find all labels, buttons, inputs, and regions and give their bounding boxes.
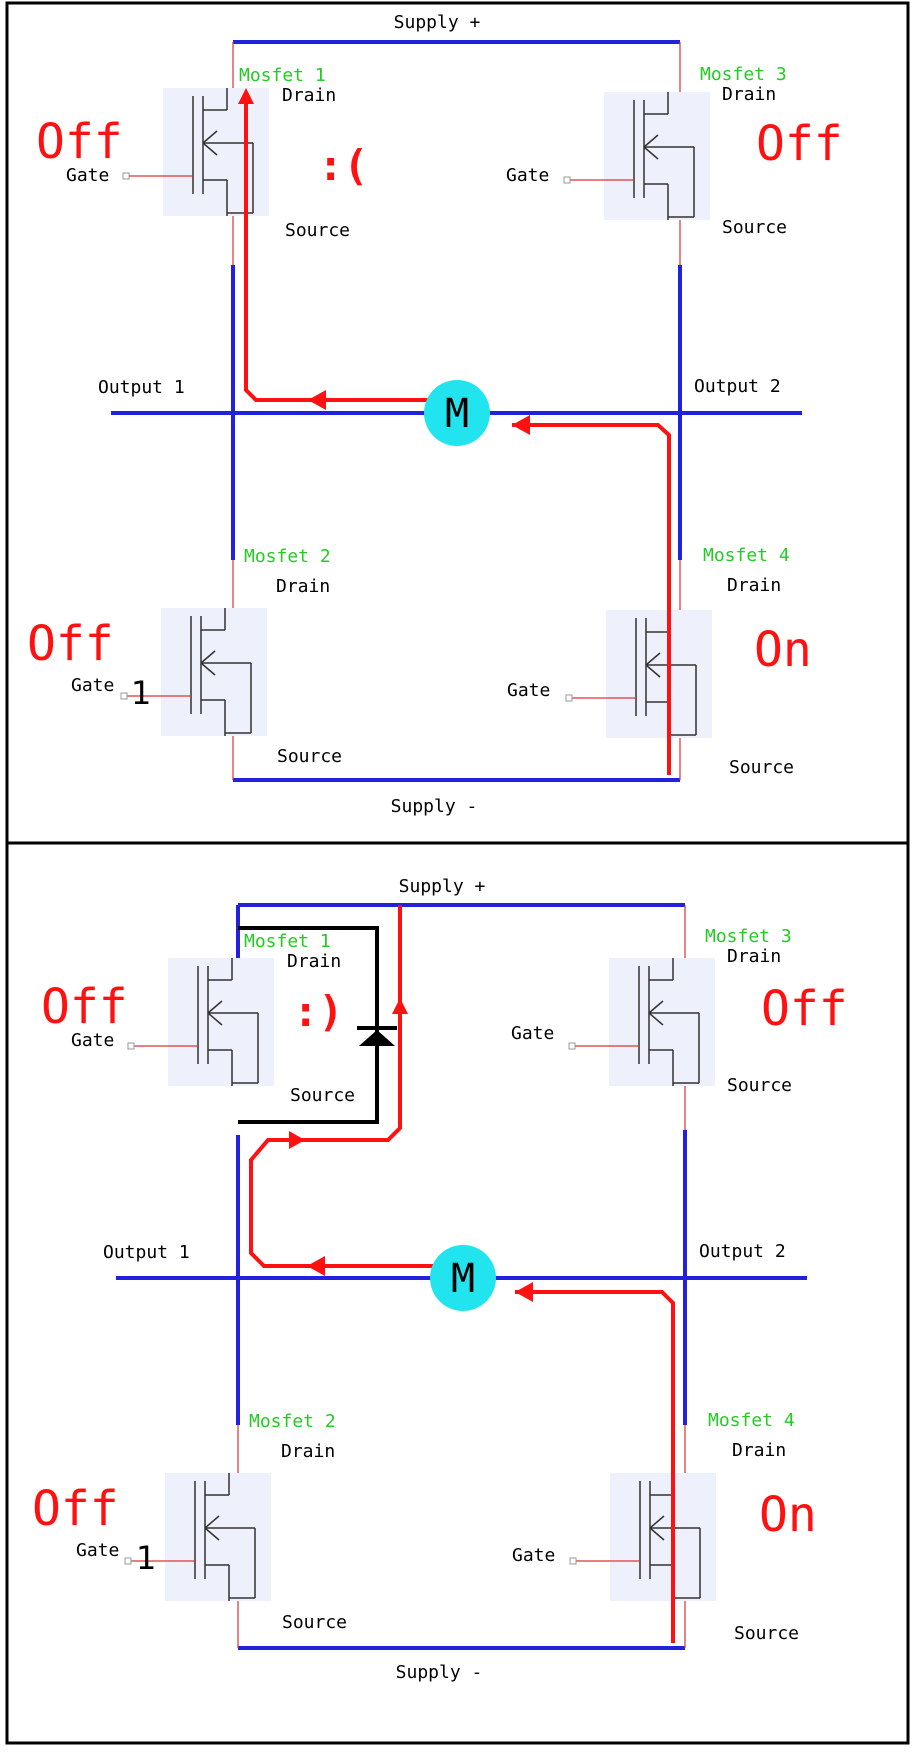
current-path-right bbox=[512, 423, 671, 775]
output-2-label: Output 2 bbox=[699, 1241, 786, 1262]
happy-face: :) bbox=[293, 987, 344, 1036]
mosfet-3-source: Source bbox=[727, 1075, 792, 1096]
mosfet-2-state: Off bbox=[27, 616, 114, 672]
mosfet-3-source: Source bbox=[722, 217, 787, 238]
mosfet-4-gate: Gate bbox=[512, 1545, 555, 1566]
motor-label: M bbox=[445, 391, 469, 437]
supply-plus-label: Supply + bbox=[399, 876, 486, 897]
mosfet-2-symbol bbox=[120, 607, 268, 737]
mosfet-2-name: Mosfet 2 bbox=[249, 1411, 336, 1432]
mosfet-1-source: Source bbox=[290, 1085, 355, 1106]
mosfet-1-drain: Drain bbox=[282, 85, 336, 106]
mosfet-1-state: Off bbox=[41, 979, 128, 1035]
mosfet-4-state: On bbox=[759, 1487, 817, 1543]
motor-label: M bbox=[451, 1256, 475, 1302]
mosfet-3-name: Mosfet 3 bbox=[705, 926, 792, 947]
mosfet-2-symbol bbox=[124, 1472, 272, 1602]
output-1-label: Output 1 bbox=[103, 1242, 190, 1263]
mosfet-4-source: Source bbox=[729, 757, 794, 778]
current-path-left bbox=[244, 95, 430, 402]
mosfet-3-name: Mosfet 3 bbox=[700, 64, 787, 85]
mosfet-4-name: Mosfet 4 bbox=[708, 1410, 795, 1431]
mosfet-1-name: Mosfet 1 bbox=[244, 931, 331, 952]
mosfet-3-symbol bbox=[568, 957, 716, 1087]
mosfet-3-gate: Gate bbox=[506, 165, 549, 186]
mosfet-1-state: Off bbox=[36, 114, 123, 170]
mosfet-4-drain: Drain bbox=[732, 1440, 786, 1461]
mosfet-2-source: Source bbox=[282, 1612, 347, 1633]
output-1-label: Output 1 bbox=[98, 377, 185, 398]
arrow-up bbox=[392, 998, 408, 1014]
mosfet-1-gate: Gate bbox=[71, 1030, 114, 1051]
mosfet-2-drain: Drain bbox=[281, 1441, 335, 1462]
mosfet-2-drain: Drain bbox=[276, 576, 330, 597]
mosfet-3-state: Off bbox=[756, 116, 843, 172]
mosfet-1-symbol bbox=[127, 957, 275, 1087]
mosfet-1-drain: Drain bbox=[287, 951, 341, 972]
mosfet-4-name: Mosfet 4 bbox=[703, 545, 790, 566]
mosfet-3-drain: Drain bbox=[722, 84, 776, 105]
sad-face: :( bbox=[318, 141, 369, 190]
panel-2-frame bbox=[5, 841, 910, 1745]
arrow-left bbox=[308, 390, 326, 410]
supply-minus-label: Supply - bbox=[391, 796, 478, 817]
mosfet-3-gate: Gate bbox=[511, 1023, 554, 1044]
supply-plus-label: Supply + bbox=[394, 12, 481, 33]
mosfet-2-name: Mosfet 2 bbox=[244, 546, 331, 567]
arrow-up bbox=[238, 88, 254, 104]
panel-2: M Supply + Supply - Output 1 Output 2 Mo… bbox=[5, 841, 910, 1745]
mosfet-4-symbol bbox=[565, 609, 713, 739]
supply-minus-label: Supply - bbox=[396, 1662, 483, 1683]
mosfet-2-gate-note: 1 bbox=[131, 674, 151, 712]
arrow-into-motor bbox=[512, 415, 530, 435]
arrow-left bbox=[307, 1256, 325, 1276]
motor-circle bbox=[430, 1245, 496, 1311]
mosfet-4-symbol bbox=[569, 1472, 717, 1602]
mosfet-3-symbol bbox=[563, 91, 711, 221]
mosfet-2-gate: Gate bbox=[76, 1540, 119, 1561]
current-path-left bbox=[249, 905, 433, 1268]
mosfet-1-name: Mosfet 1 bbox=[239, 65, 326, 86]
mosfet-2-gate-note: 1 bbox=[136, 1539, 156, 1577]
mosfet-2-gate: Gate bbox=[71, 675, 114, 696]
panel-1: M Supply + Supply - Output 1 Output 2 Mo… bbox=[5, 1, 910, 845]
mosfet-1-gate: Gate bbox=[66, 165, 109, 186]
current-path-right bbox=[515, 1290, 675, 1643]
mosfet-4-gate: Gate bbox=[507, 680, 550, 701]
mosfet-1-source: Source bbox=[285, 220, 350, 241]
mosfet-3-state: Off bbox=[761, 981, 848, 1037]
arrow-right bbox=[289, 1131, 305, 1149]
diode-bypass-wire bbox=[238, 926, 379, 1124]
mosfet-4-state: On bbox=[754, 622, 812, 678]
mosfet-2-state: Off bbox=[32, 1481, 119, 1537]
mosfet-4-source: Source bbox=[734, 1623, 799, 1644]
output-2-label: Output 2 bbox=[694, 376, 781, 397]
arrow-into-motor bbox=[515, 1282, 533, 1302]
motor-circle bbox=[424, 380, 490, 446]
diode-triangle bbox=[359, 1030, 395, 1046]
mosfet-3-drain: Drain bbox=[727, 946, 781, 967]
mosfet-4-drain: Drain bbox=[727, 575, 781, 596]
mosfet-2-source: Source bbox=[277, 746, 342, 767]
